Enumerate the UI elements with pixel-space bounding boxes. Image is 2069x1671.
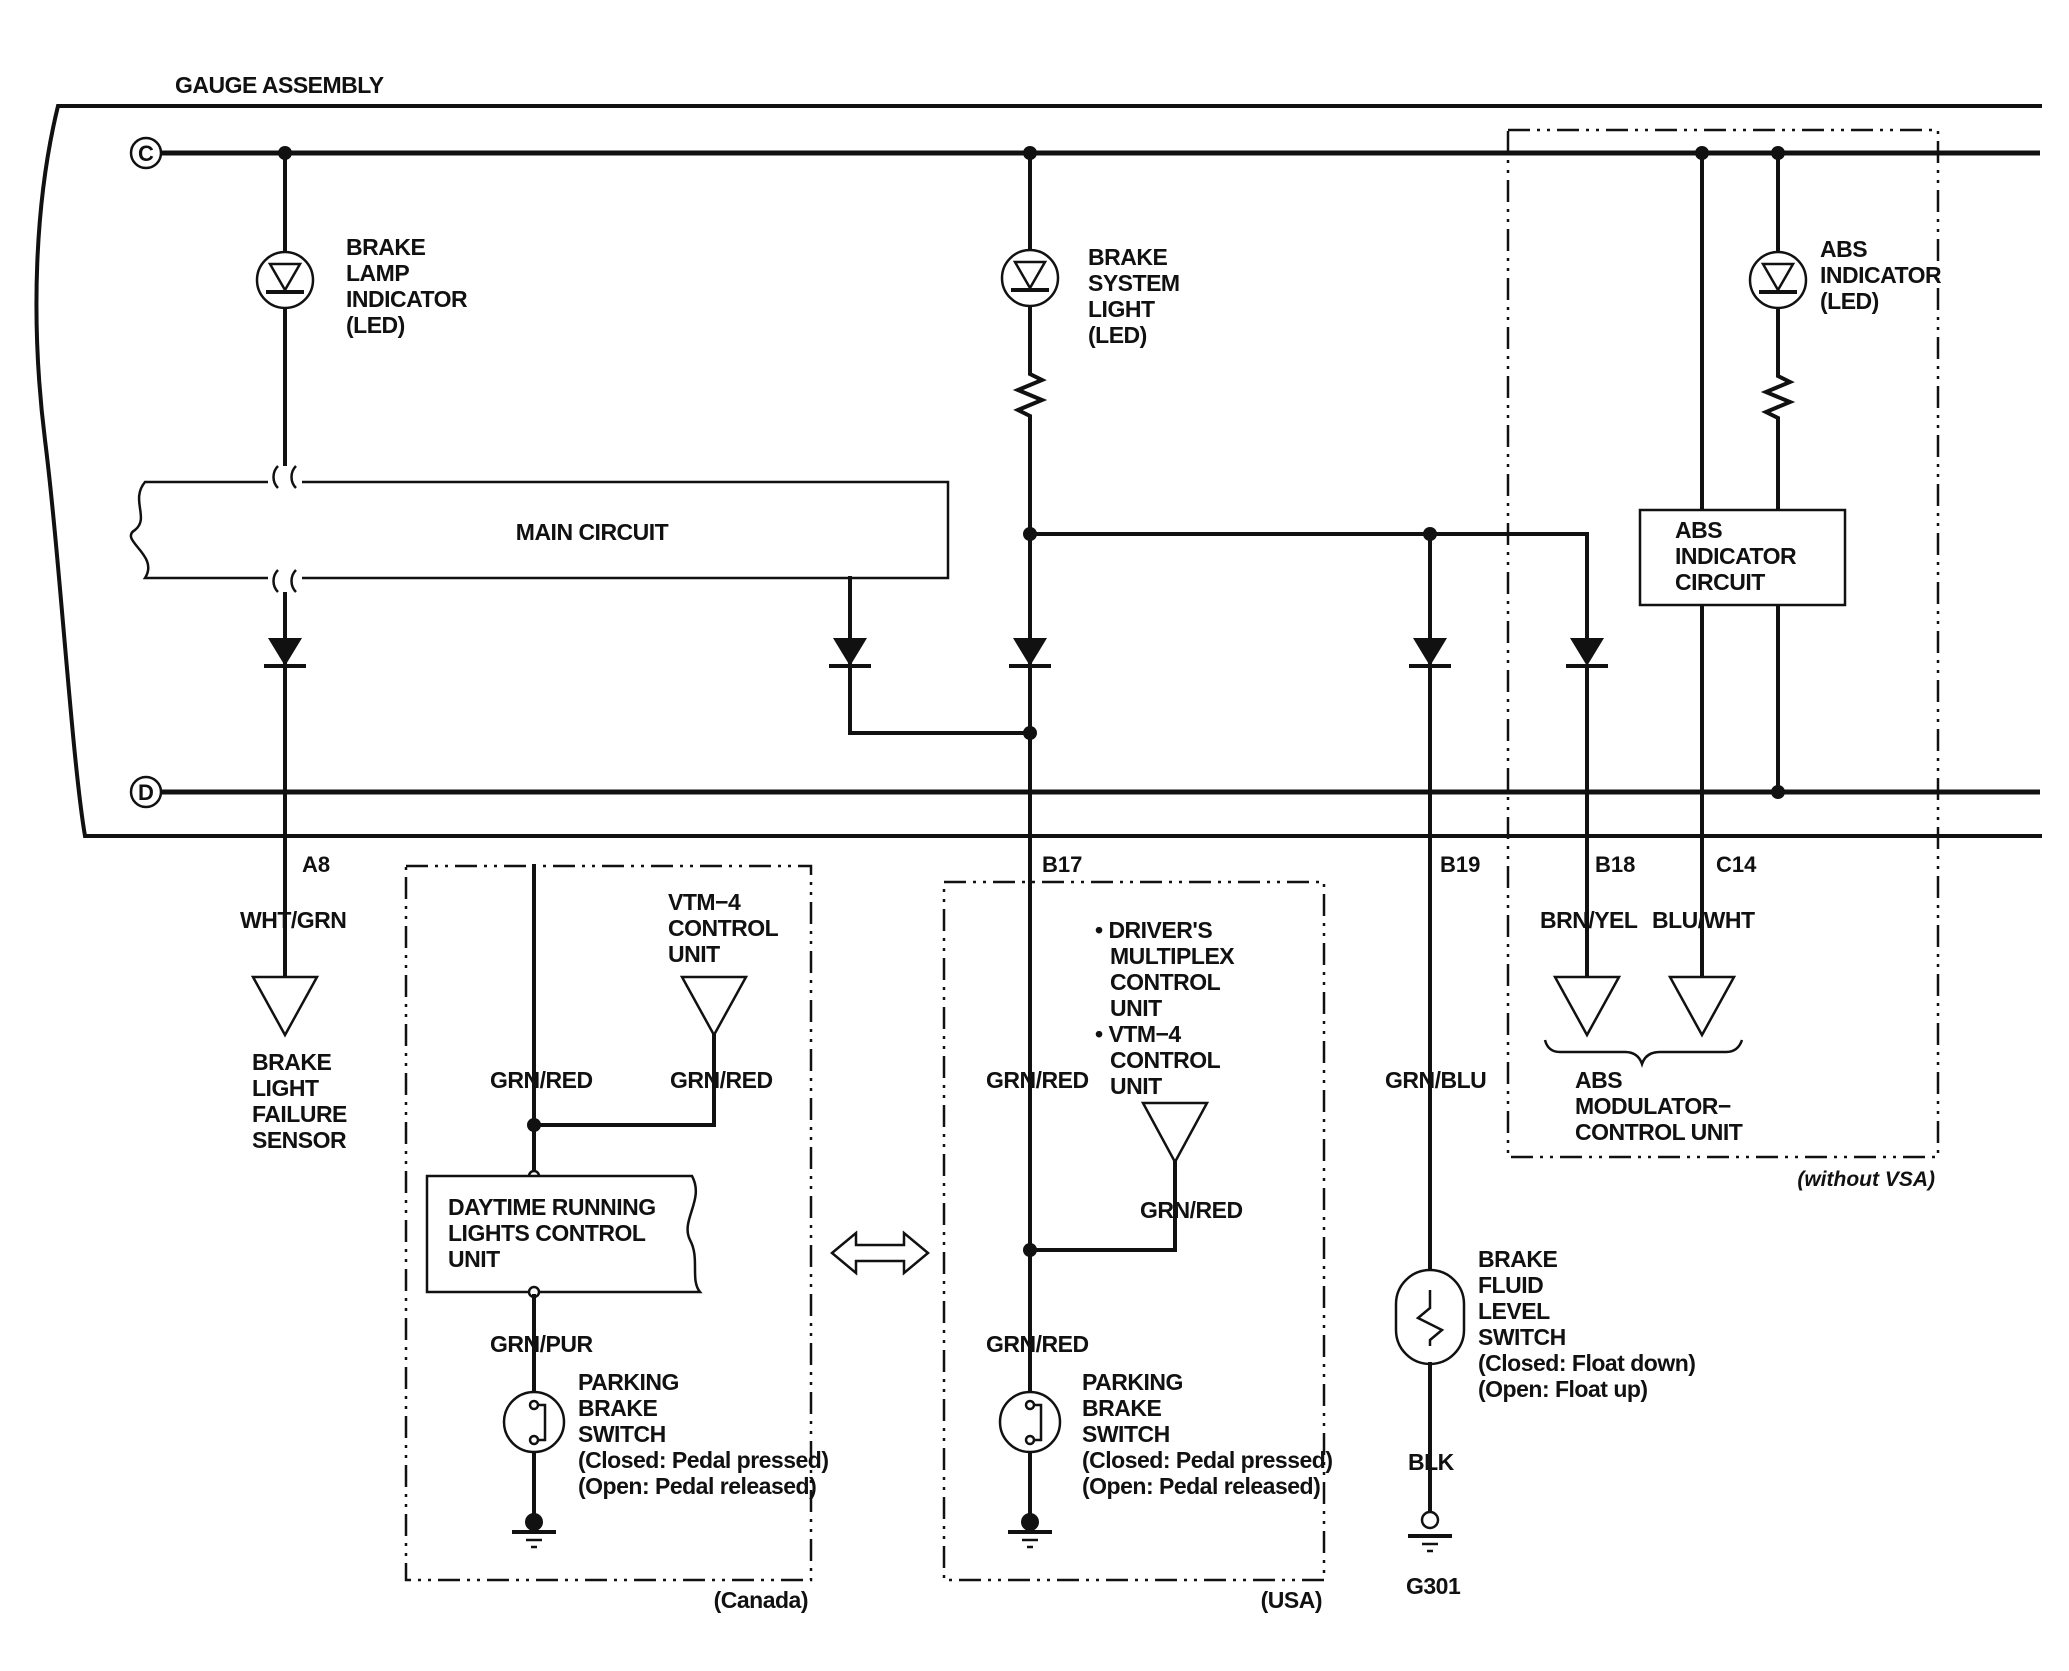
bus-c-label: C [138, 141, 154, 166]
wire-grn-red-canada-1: GRN/RED [490, 1067, 593, 1093]
svg-text:INDICATOR: INDICATOR [346, 286, 468, 312]
gauge-assembly-outline [34, 104, 2042, 838]
svg-text:ABS: ABS [1575, 1067, 1622, 1093]
svg-text:LEVEL: LEVEL [1478, 1298, 1550, 1324]
terminal-b19: B19 [1440, 852, 1480, 877]
svg-text:(Open: Float up): (Open: Float up) [1478, 1376, 1648, 1402]
svg-text:PARKING: PARKING [578, 1369, 679, 1395]
svg-text:ABS: ABS [1675, 517, 1722, 543]
svg-text:MODULATOR−: MODULATOR− [1575, 1093, 1731, 1119]
usa-circuit [998, 1101, 1210, 1549]
svg-text:ABS: ABS [1820, 236, 1867, 262]
svg-text:PARKING: PARKING [1082, 1369, 1183, 1395]
main-circuit-label: MAIN CIRCUIT [516, 519, 669, 545]
svg-text:SWITCH: SWITCH [1082, 1421, 1170, 1447]
terminal-b18: B18 [1595, 852, 1635, 877]
terminal-c14: C14 [1716, 852, 1757, 877]
svg-text:(Open: Pedal released): (Open: Pedal released) [578, 1473, 816, 1499]
svg-text:INDICATOR: INDICATOR [1820, 262, 1942, 288]
canada-region [404, 864, 813, 1582]
svg-text:(LED): (LED) [346, 312, 405, 338]
svg-text:(Closed: Float down): (Closed: Float down) [1478, 1350, 1695, 1376]
brake-fluid-level-switch [1394, 1268, 1466, 1553]
svg-text:BRAKE: BRAKE [252, 1049, 331, 1075]
wire-grn-red-usa-3: GRN/RED [986, 1331, 1089, 1357]
canada-circuit [425, 864, 749, 1549]
without-vsa-label: (without VSA) [1797, 1168, 1935, 1191]
canada-parking-brake-switch-label: PARKING BRAKE SWITCH (Closed: Pedal pres… [578, 1369, 829, 1499]
bus-d-label: D [138, 780, 154, 805]
svg-text:CONTROL: CONTROL [1110, 1047, 1221, 1073]
svg-text:(Open: Pedal released): (Open: Pedal released) [1082, 1473, 1320, 1499]
svg-text:• VTM−4: • VTM−4 [1095, 1021, 1181, 1047]
equivalent-arrow [830, 1230, 930, 1276]
svg-text:FLUID: FLUID [1478, 1272, 1543, 1298]
svg-text:INDICATOR: INDICATOR [1675, 543, 1797, 569]
wire-grn-red-usa-1: GRN/RED [986, 1067, 1089, 1093]
brake-system-light-label: BRAKE SYSTEM LIGHT (LED) [1088, 244, 1180, 348]
svg-text:(Closed: Pedal pressed): (Closed: Pedal pressed) [1082, 1447, 1333, 1473]
svg-text:BRAKE: BRAKE [1082, 1395, 1161, 1421]
svg-text:(LED): (LED) [1820, 288, 1879, 314]
abs-indicator-circuit-label: ABS INDICATOR CIRCUIT [1675, 517, 1798, 595]
wire-grn-red-usa-2: GRN/RED [1140, 1197, 1243, 1223]
wire-grn-blu: GRN/BLU [1385, 1067, 1486, 1093]
svg-text:UNIT: UNIT [1110, 1073, 1162, 1099]
brake-system-branch [829, 146, 1608, 1532]
usa-parking-brake-switch-label: PARKING BRAKE SWITCH (Closed: Pedal pres… [1082, 1369, 1333, 1499]
wire-wht-grn: WHT/GRN [240, 907, 346, 933]
gauge-assembly-title: GAUGE ASSEMBLY [175, 72, 384, 98]
ground-g301: G301 [1406, 1573, 1461, 1599]
abs-indicator-label: ABS INDICATOR (LED) [1820, 236, 1943, 314]
svg-text:UNIT: UNIT [448, 1246, 500, 1272]
svg-text:CIRCUIT: CIRCUIT [1675, 569, 1765, 595]
svg-text:BRAKE: BRAKE [1478, 1246, 1557, 1272]
svg-text:CONTROL: CONTROL [668, 915, 779, 941]
usa-region-label: (USA) [1261, 1587, 1322, 1613]
svg-text:LIGHTS CONTROL: LIGHTS CONTROL [448, 1220, 646, 1246]
abs-branch [1638, 146, 1847, 977]
usa-control-units-label: • DRIVER'S MULTIPLEX CONTROL UNIT • VTM−… [1095, 917, 1236, 1099]
svg-text:UNIT: UNIT [668, 941, 720, 967]
abs-modulator-label: ABS MODULATOR− CONTROL UNIT [1575, 1067, 1743, 1145]
svg-text:(Closed: Pedal pressed): (Closed: Pedal pressed) [578, 1447, 829, 1473]
svg-text:FAILURE: FAILURE [252, 1101, 347, 1127]
svg-text:SWITCH: SWITCH [1478, 1324, 1566, 1350]
svg-text:LIGHT: LIGHT [252, 1075, 319, 1101]
svg-text:SWITCH: SWITCH [578, 1421, 666, 1447]
wire-grn-pur: GRN/PUR [490, 1331, 593, 1357]
canada-region-label: (Canada) [714, 1587, 808, 1613]
drl-control-unit-label: DAYTIME RUNNING LIGHTS CONTROL UNIT [448, 1194, 656, 1272]
svg-text:LIGHT: LIGHT [1088, 296, 1155, 322]
svg-text:SENSOR: SENSOR [252, 1127, 347, 1153]
svg-text:CONTROL UNIT: CONTROL UNIT [1575, 1119, 1743, 1145]
wire-blu-wht: BLU/WHT [1652, 907, 1755, 933]
svg-text:UNIT: UNIT [1110, 995, 1162, 1021]
svg-text:BRAKE: BRAKE [578, 1395, 657, 1421]
without-vsa-region [1506, 128, 1940, 1159]
bus-c: C [129, 136, 2040, 170]
svg-text:MULTIPLEX: MULTIPLEX [1110, 943, 1235, 969]
main-circuit-box: MAIN CIRCUIT [129, 465, 950, 593]
terminal-a8: A8 [302, 852, 330, 877]
svg-text:BRAKE: BRAKE [1088, 244, 1167, 270]
abs-modulator-connectors [1543, 975, 1744, 1068]
terminal-b17: B17 [1042, 852, 1082, 877]
svg-text:SYSTEM: SYSTEM [1088, 270, 1180, 296]
svg-text:LAMP: LAMP [346, 260, 409, 286]
wire-grn-red-canada-2: GRN/RED [670, 1067, 773, 1093]
svg-text:(LED): (LED) [1088, 322, 1147, 348]
svg-text:BRAKE: BRAKE [346, 234, 425, 260]
canada-vtm4-label: VTM−4 CONTROL UNIT [668, 889, 779, 967]
svg-text:• DRIVER'S: • DRIVER'S [1095, 917, 1212, 943]
brake-light-failure-sensor-label: BRAKE LIGHT FAILURE SENSOR [252, 1049, 348, 1153]
svg-text:CONTROL: CONTROL [1110, 969, 1221, 995]
wire-brn-yel: BRN/YEL [1540, 907, 1638, 933]
brake-fluid-level-switch-label: BRAKE FLUID LEVEL SWITCH (Closed: Float … [1478, 1246, 1696, 1402]
svg-text:VTM−4: VTM−4 [668, 889, 741, 915]
svg-text:DAYTIME RUNNING: DAYTIME RUNNING [448, 1194, 656, 1220]
brake-lamp-indicator-label: BRAKE LAMP INDICATOR (LED) [346, 234, 469, 338]
bus-d: D [129, 775, 2040, 809]
